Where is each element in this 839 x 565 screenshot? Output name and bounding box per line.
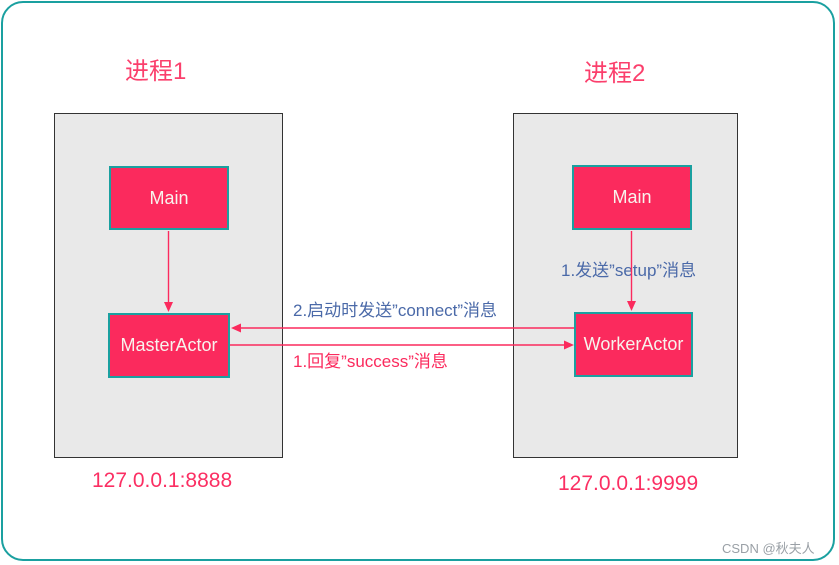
success-message-label: 1.回复”success”消息	[293, 352, 448, 371]
process1-title: 进程1	[125, 58, 187, 85]
master-actor-box: MasterActor	[108, 313, 230, 378]
process1-main-box: Main	[109, 166, 229, 230]
process1-address: 127.0.0.1:8888	[92, 469, 233, 492]
process2-main-label: Main	[612, 187, 652, 207]
process2-main-box: Main	[572, 165, 692, 230]
worker-actor-label: WorkerActor	[583, 334, 684, 354]
master-actor-label: MasterActor	[120, 335, 218, 355]
watermark: CSDN @秋夫人	[722, 541, 815, 556]
process2-address: 127.0.0.1:9999	[558, 472, 699, 495]
connect-message-label: 2.启动时发送”connect”消息	[293, 301, 498, 320]
worker-actor-box: WorkerActor	[574, 312, 693, 377]
process1-panel	[54, 113, 283, 458]
process1-main-label: Main	[149, 187, 189, 208]
setup-message-label: 1.发送”setup”消息	[561, 261, 697, 280]
process2-title: 进程2	[584, 60, 646, 87]
